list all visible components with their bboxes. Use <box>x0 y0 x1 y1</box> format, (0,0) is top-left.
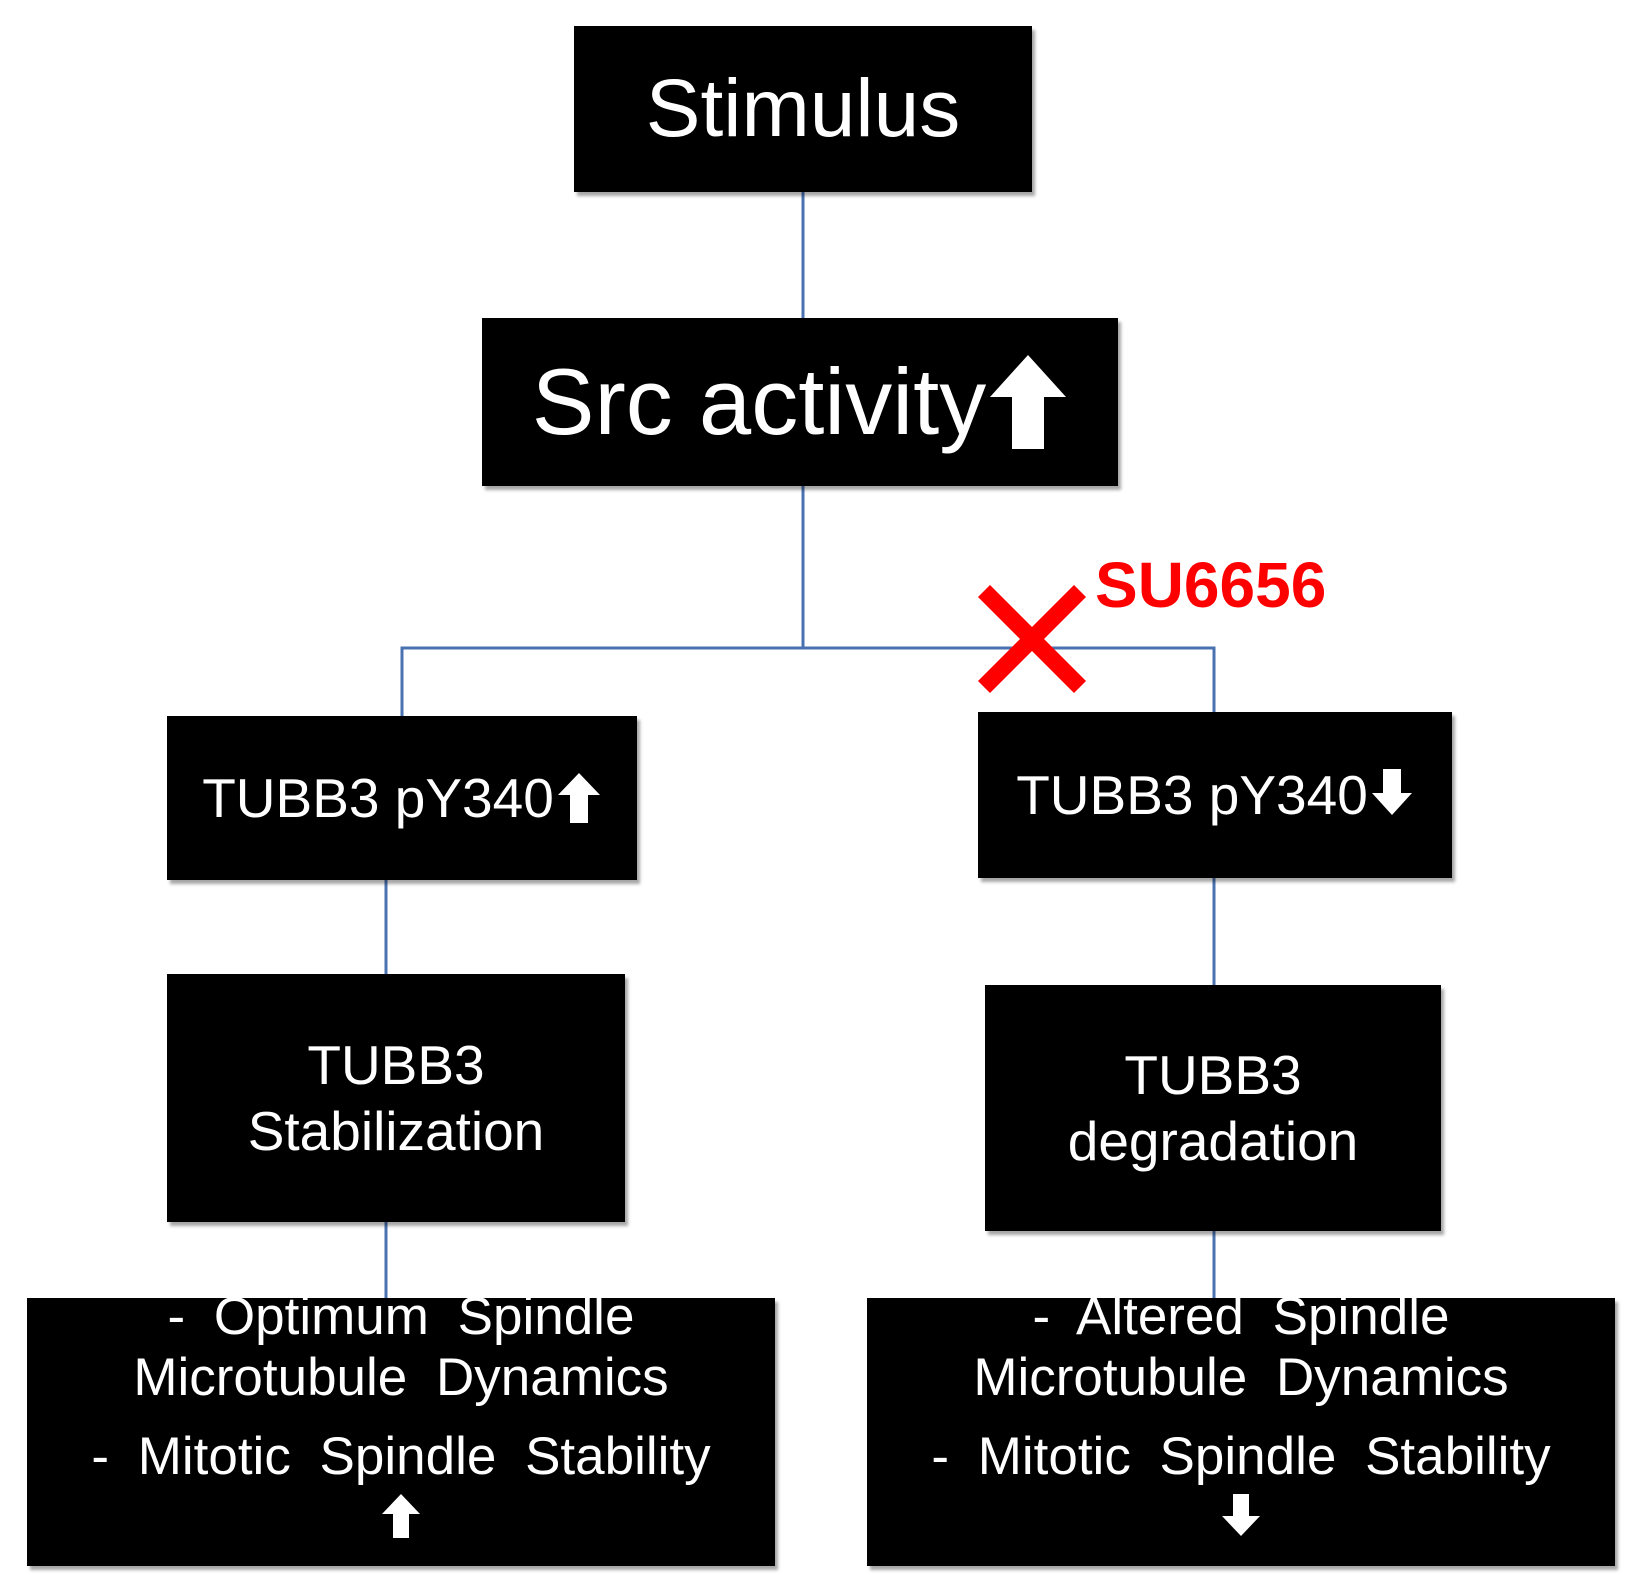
up-arrow-icon <box>988 353 1068 451</box>
degradation-line-1: TUBB3 <box>1124 1044 1302 1106</box>
outcome-left-line-3: - Mitotic Spindle Stability <box>91 1426 711 1486</box>
down-arrow-icon <box>1370 767 1414 817</box>
inhibitor-label: SU6656 <box>1095 549 1327 621</box>
tubb3-py340-increase-node: TUBB3 pY340 <box>167 716 637 880</box>
outcome-left-line-2: Microtubule Dynamics <box>133 1348 669 1408</box>
degradation-line-2: degradation <box>1067 1110 1359 1172</box>
down-arrow-icon <box>1220 1492 1262 1538</box>
inhibition-cross-icon <box>977 584 1087 698</box>
tubb3-stabilization-node: TUBB3 Stabilization <box>167 974 625 1222</box>
stimulus-label: Stimulus <box>645 63 961 154</box>
outcome-left-node: - Optimum Spindle Microtubule Dynamics -… <box>27 1287 775 1566</box>
up-arrow-icon <box>556 771 602 825</box>
src-activity-label: Src activity <box>531 349 987 454</box>
stabilization-line-2: Stabilization <box>247 1100 545 1162</box>
outcome-right-line-1: - Altered Spindle <box>1032 1287 1450 1346</box>
outcome-right-node: - Altered Spindle Microtubule Dynamics -… <box>867 1287 1615 1566</box>
outcome-right-line-2: Microtubule Dynamics <box>973 1348 1509 1408</box>
tubb3-py340-decrease-label: TUBB3 pY340 <box>1016 764 1368 826</box>
outcome-right-line-3: - Mitotic Spindle Stability <box>931 1426 1551 1486</box>
tubb3-py340-increase-label: TUBB3 pY340 <box>202 767 554 829</box>
connector-branch-left <box>400 646 803 716</box>
connector-branch-right <box>803 646 1216 712</box>
outcome-left-line-1: - Optimum Spindle <box>167 1287 635 1346</box>
src-activity-node: Src activity <box>482 318 1118 486</box>
stimulus-node: Stimulus <box>574 26 1032 192</box>
stabilization-line-1: TUBB3 <box>307 1034 485 1096</box>
tubb3-py340-decrease-node: TUBB3 pY340 <box>978 712 1452 878</box>
tubb3-degradation-node: TUBB3 degradation <box>985 985 1441 1231</box>
up-arrow-icon <box>380 1492 422 1540</box>
